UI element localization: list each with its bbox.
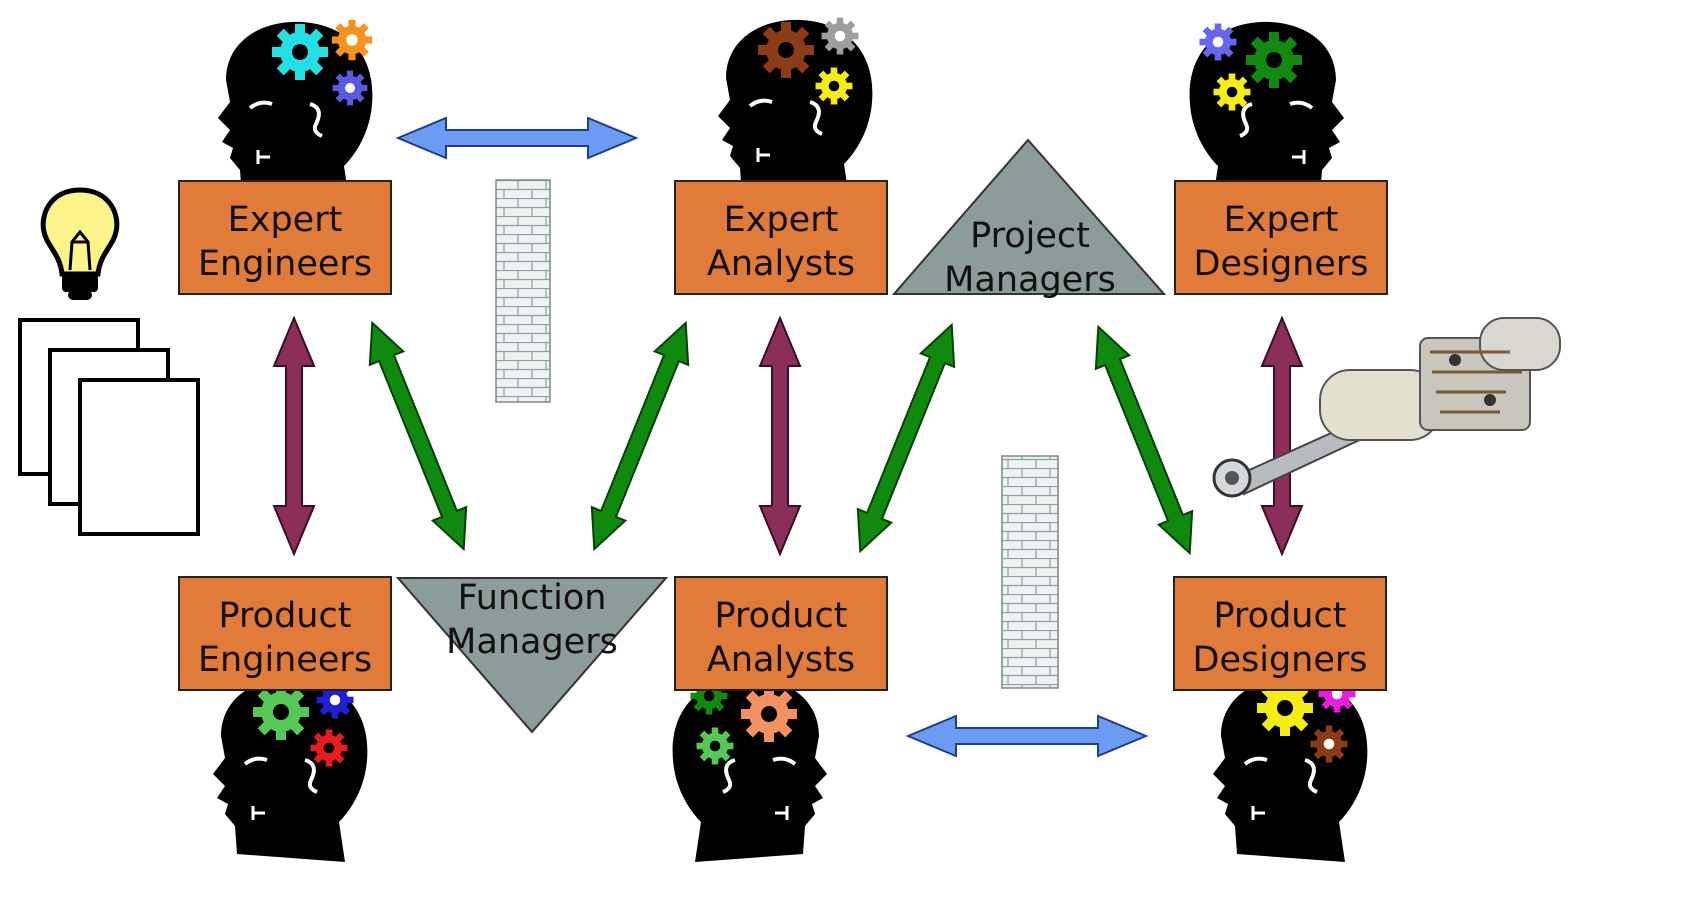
brick-wall-icon — [495, 179, 551, 403]
role-link-arrow — [1260, 315, 1304, 557]
thinking-head-gears-icon — [1211, 675, 1370, 864]
role-box-expert-engineers: Expert Engineers — [178, 180, 392, 295]
role-link-arrow — [272, 315, 316, 557]
actuator-machine-icon — [1212, 317, 1561, 498]
thinking-head-gears-icon — [1187, 19, 1346, 208]
project-managers-triangle — [891, 138, 1167, 295]
function-managers-label: Function Managers — [446, 578, 618, 662]
manager-link-arrow — [1094, 324, 1194, 556]
thinking-head-gears-icon — [216, 19, 375, 208]
idea-lightbulb-icon — [40, 187, 120, 300]
role-box-expert-designers: Expert Designers — [1174, 180, 1388, 295]
brick-wall-icon — [1001, 455, 1059, 689]
role-box-product-analysts: Product Analysts — [674, 576, 888, 691]
function-managers-triangle — [395, 577, 669, 734]
manager-link-arrow — [590, 320, 690, 552]
role-box-product-engineers: Product Engineers — [178, 576, 392, 691]
role-box-product-designers: Product Designers — [1173, 576, 1387, 691]
thinking-head-gears-icon — [716, 17, 875, 206]
thinking-head-gears-icon — [211, 675, 370, 864]
role-box-expert-analysts: Expert Analysts — [674, 180, 888, 295]
documents-icon — [18, 318, 200, 536]
collaboration-arrow — [395, 116, 639, 160]
thinking-head-gears-icon — [670, 675, 829, 864]
manager-link-arrow — [368, 320, 468, 552]
manager-link-arrow — [856, 322, 956, 554]
collaboration-arrow — [905, 714, 1149, 758]
role-link-arrow — [758, 315, 802, 557]
project-managers-label: Project Managers — [944, 216, 1116, 300]
